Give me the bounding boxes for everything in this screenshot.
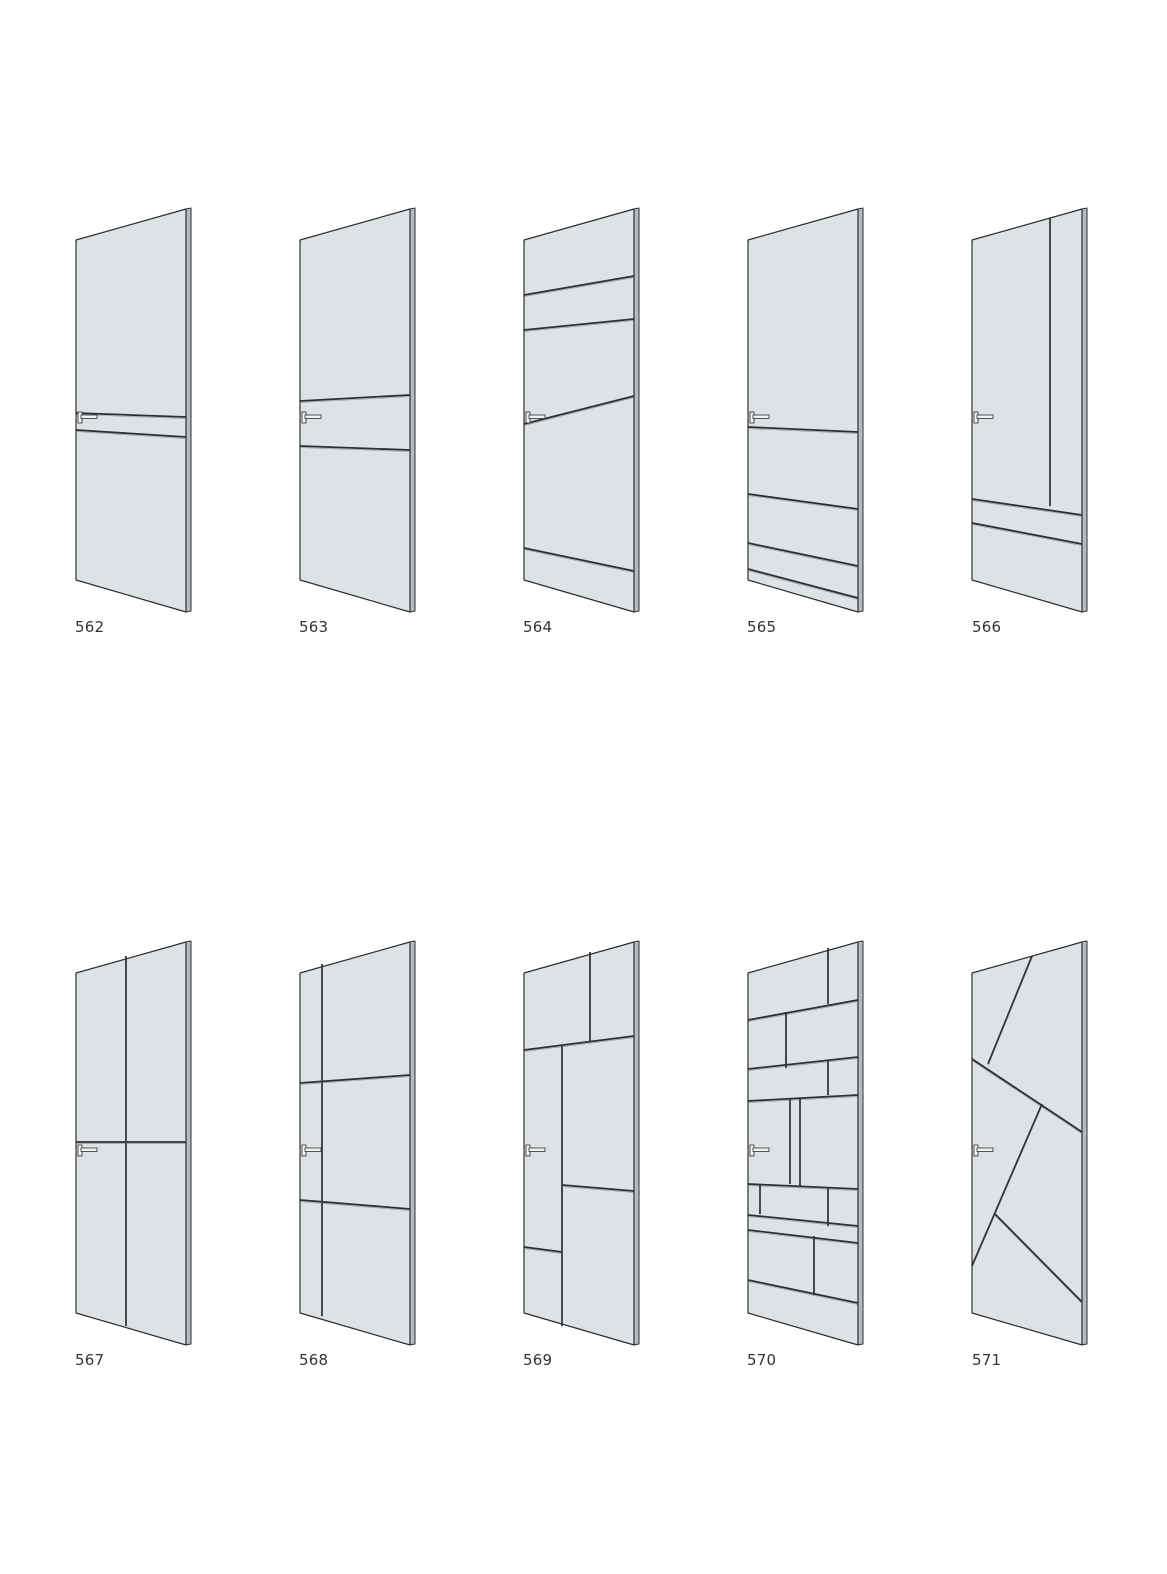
door-567-illustration (75, 940, 192, 1346)
door-label: 562 (75, 618, 105, 636)
door-label: 563 (299, 618, 329, 636)
panel-groove (747, 542, 859, 567)
panel-groove (747, 493, 859, 510)
panel-groove (523, 1035, 635, 1051)
panel-groove (299, 394, 411, 402)
door-panel (299, 941, 411, 1346)
handle-lever (752, 414, 770, 419)
lever-handle-icon (77, 411, 98, 424)
panel-groove (747, 1183, 859, 1190)
door-570-illustration (747, 940, 864, 1346)
door-edge (633, 940, 640, 1346)
panel-groove (747, 1056, 859, 1070)
door-566-illustration (971, 207, 1088, 613)
panel-groove (747, 1229, 859, 1244)
door-label: 569 (523, 1351, 553, 1369)
door-label: 566 (972, 618, 1002, 636)
door-563-illustration (299, 207, 416, 613)
handle-lever (752, 1147, 770, 1152)
panel-groove (971, 522, 1083, 545)
door-565-illustration (747, 207, 864, 613)
lever-handle-icon (525, 1144, 546, 1157)
door-label: 564 (523, 618, 553, 636)
door-edge (1081, 940, 1088, 1346)
handle-lever (304, 1147, 322, 1152)
door-569-illustration (523, 940, 640, 1346)
handle-lever (528, 1147, 546, 1152)
panel-groove (523, 1246, 563, 1253)
door-label: 571 (972, 1351, 1002, 1369)
door-edge (633, 207, 640, 613)
panel-groove (971, 1058, 1083, 1133)
door-568-illustration (299, 940, 416, 1346)
door-panel (75, 208, 187, 613)
panel-groove (299, 1074, 411, 1084)
lever-handle-icon (301, 411, 322, 424)
door-label: 568 (299, 1351, 329, 1369)
lever-handle-icon (973, 1144, 994, 1157)
panel-groove (299, 1199, 411, 1210)
door-edge (409, 207, 416, 613)
panel-groove (523, 395, 635, 425)
door-panel (971, 208, 1083, 613)
panel-groove (747, 1214, 859, 1227)
panel-groove (299, 445, 411, 451)
panel-groove (747, 568, 859, 599)
panel-groove (523, 318, 635, 331)
handle-lever (80, 1147, 98, 1152)
handle-lever (976, 414, 994, 419)
door-panel (747, 208, 859, 613)
panel-groove (561, 1184, 635, 1192)
handle-lever (304, 414, 322, 419)
door-edge (857, 207, 864, 613)
door-562-illustration (75, 207, 192, 613)
lever-handle-icon (973, 411, 994, 424)
door-edge (185, 940, 192, 1346)
door-edge (1081, 207, 1088, 613)
panel-groove (747, 999, 859, 1021)
panel-groove (523, 547, 635, 572)
door-edge (409, 940, 416, 1346)
panel-groove (747, 1094, 859, 1102)
lever-handle-icon (301, 1144, 322, 1157)
panel-groove (971, 1103, 1043, 1267)
door-564-illustration (523, 207, 640, 613)
handle-lever (976, 1147, 994, 1152)
door-panel (523, 941, 635, 1346)
door-571-illustration (971, 940, 1088, 1346)
door-label: 567 (75, 1351, 105, 1369)
lever-handle-icon (525, 411, 546, 424)
panel-groove (747, 1279, 859, 1304)
door-edge (857, 940, 864, 1346)
panel-groove (993, 1212, 1083, 1303)
door-label: 565 (747, 618, 777, 636)
panel-groove (75, 412, 187, 418)
panel-groove (75, 429, 187, 438)
handle-lever (528, 414, 546, 419)
panel-groove (523, 275, 635, 296)
lever-handle-icon (749, 1144, 770, 1157)
panel-groove (971, 498, 1083, 516)
door-panel (747, 941, 859, 1346)
panel-groove (987, 955, 1033, 1065)
door-edge (185, 207, 192, 613)
panel-groove (747, 426, 859, 433)
handle-lever (80, 414, 98, 419)
lever-handle-icon (749, 411, 770, 424)
lever-handle-icon (77, 1144, 98, 1157)
door-label: 570 (747, 1351, 777, 1369)
door-panel (299, 208, 411, 613)
door-panel (971, 941, 1083, 1346)
